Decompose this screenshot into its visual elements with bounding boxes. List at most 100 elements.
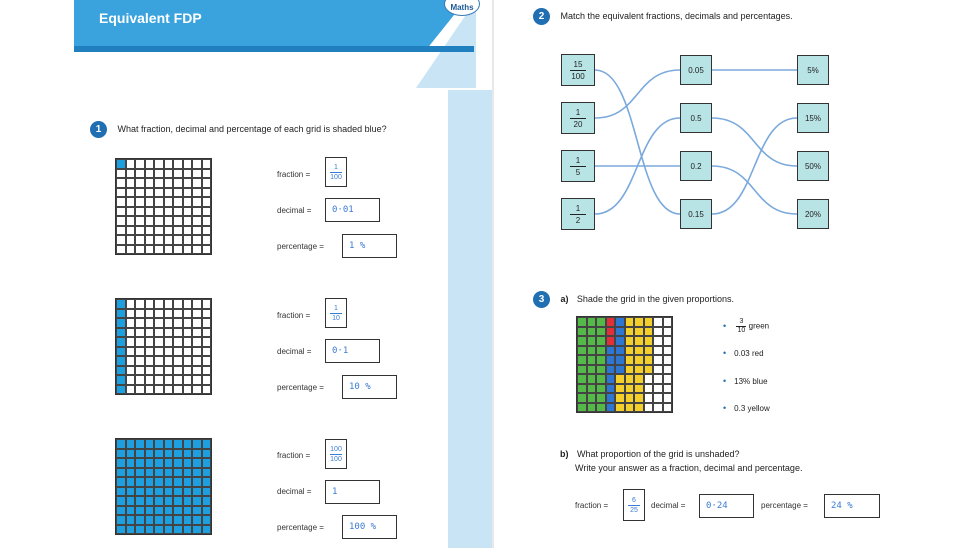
grid-cell[interactable]: [624, 326, 634, 336]
grid-cell[interactable]: [624, 317, 634, 327]
grid-cell[interactable]: [643, 364, 653, 374]
grid-cell[interactable]: [615, 402, 625, 412]
grid-cell[interactable]: [577, 336, 587, 346]
grid-cell[interactable]: [653, 317, 663, 327]
grid-cell[interactable]: [615, 336, 625, 346]
grid-cell[interactable]: [662, 402, 672, 412]
grid-cell[interactable]: [653, 326, 663, 336]
grid-cell[interactable]: [624, 374, 634, 384]
grid-cell[interactable]: [605, 345, 615, 355]
grid-cell[interactable]: [596, 364, 606, 374]
grid-cell[interactable]: [653, 364, 663, 374]
fraction-card[interactable]: 1 20: [561, 102, 595, 134]
grid-cell[interactable]: [634, 326, 644, 336]
decimal-answer-box[interactable]: 0·01: [325, 198, 380, 222]
grid-cell[interactable]: [615, 345, 625, 355]
grid-cell[interactable]: [596, 355, 606, 365]
grid-cell[interactable]: [586, 383, 596, 393]
grid-cell[interactable]: [624, 336, 634, 346]
grid-cell[interactable]: [662, 374, 672, 384]
grid-cell[interactable]: [605, 393, 615, 403]
decimal-answer-box[interactable]: 1: [325, 480, 380, 504]
percentage-card[interactable]: 5%: [797, 55, 829, 85]
grid-cell[interactable]: [653, 345, 663, 355]
grid-cell[interactable]: [624, 355, 634, 365]
grid-cell[interactable]: [653, 383, 663, 393]
grid-cell[interactable]: [605, 317, 615, 327]
grid-cell[interactable]: [643, 393, 653, 403]
fraction-card[interactable]: 1 5: [561, 150, 595, 182]
grid-cell[interactable]: [634, 364, 644, 374]
grid-cell[interactable]: [634, 345, 644, 355]
grid-cell[interactable]: [577, 374, 587, 384]
grid-cell[interactable]: [577, 393, 587, 403]
grid-cell[interactable]: [615, 326, 625, 336]
fraction-answer-box[interactable]: 6 25: [623, 489, 645, 521]
grid-cell[interactable]: [615, 374, 625, 384]
grid-cell[interactable]: [653, 336, 663, 346]
grid-cell[interactable]: [586, 317, 596, 327]
grid-cell[interactable]: [634, 393, 644, 403]
grid-cell[interactable]: [615, 317, 625, 327]
grid-cell[interactable]: [586, 364, 596, 374]
grid-cell[interactable]: [624, 364, 634, 374]
grid-cell[interactable]: [634, 374, 644, 384]
grid-cell[interactable]: [605, 383, 615, 393]
grid-cell[interactable]: [643, 383, 653, 393]
grid-cell[interactable]: [643, 355, 653, 365]
percentage-answer-box[interactable]: 100 %: [342, 515, 397, 539]
grid-cell[interactable]: [653, 355, 663, 365]
grid-cell[interactable]: [596, 336, 606, 346]
grid-cell[interactable]: [643, 345, 653, 355]
decimal-card[interactable]: 0.2: [680, 151, 712, 181]
grid-cell[interactable]: [605, 402, 615, 412]
coloured-hundred-grid[interactable]: [576, 316, 673, 413]
grid-cell[interactable]: [605, 326, 615, 336]
decimal-answer-box[interactable]: 0·24: [699, 494, 754, 518]
grid-cell[interactable]: [653, 402, 663, 412]
grid-cell[interactable]: [596, 402, 606, 412]
grid-cell[interactable]: [577, 317, 587, 327]
grid-cell[interactable]: [662, 326, 672, 336]
grid-cell[interactable]: [577, 326, 587, 336]
grid-cell[interactable]: [586, 336, 596, 346]
grid-cell[interactable]: [615, 355, 625, 365]
grid-cell[interactable]: [662, 317, 672, 327]
decimal-card[interactable]: 0.5: [680, 103, 712, 133]
grid-cell[interactable]: [662, 336, 672, 346]
grid-cell[interactable]: [605, 364, 615, 374]
grid-cell[interactable]: [634, 383, 644, 393]
grid-cell[interactable]: [596, 383, 606, 393]
percentage-card[interactable]: 15%: [797, 103, 829, 133]
grid-cell[interactable]: [586, 345, 596, 355]
grid-cell[interactable]: [577, 383, 587, 393]
grid-cell[interactable]: [577, 355, 587, 365]
grid-cell[interactable]: [643, 374, 653, 384]
decimal-card[interactable]: 0.15: [680, 199, 712, 229]
grid-cell[interactable]: [615, 383, 625, 393]
grid-cell[interactable]: [586, 393, 596, 403]
decimal-card[interactable]: 0.05: [680, 55, 712, 85]
grid-cell[interactable]: [596, 374, 606, 384]
grid-cell[interactable]: [662, 364, 672, 374]
grid-cell[interactable]: [615, 393, 625, 403]
fraction-answer-box[interactable]: 100 100: [325, 439, 347, 469]
grid-cell[interactable]: [577, 402, 587, 412]
grid-cell[interactable]: [586, 326, 596, 336]
decimal-answer-box[interactable]: 0·1: [325, 339, 380, 363]
percentage-card[interactable]: 50%: [797, 151, 829, 181]
grid-cell[interactable]: [605, 374, 615, 384]
percentage-answer-box[interactable]: 1 %: [342, 234, 397, 258]
grid-cell[interactable]: [605, 336, 615, 346]
grid-cell[interactable]: [596, 393, 606, 403]
grid-cell[interactable]: [643, 317, 653, 327]
grid-cell[interactable]: [596, 326, 606, 336]
grid-cell[interactable]: [653, 374, 663, 384]
grid-cell[interactable]: [577, 345, 587, 355]
grid-cell[interactable]: [643, 402, 653, 412]
grid-cell[interactable]: [634, 317, 644, 327]
grid-cell[interactable]: [577, 364, 587, 374]
grid-cell[interactable]: [624, 383, 634, 393]
grid-cell[interactable]: [596, 317, 606, 327]
grid-cell[interactable]: [662, 345, 672, 355]
